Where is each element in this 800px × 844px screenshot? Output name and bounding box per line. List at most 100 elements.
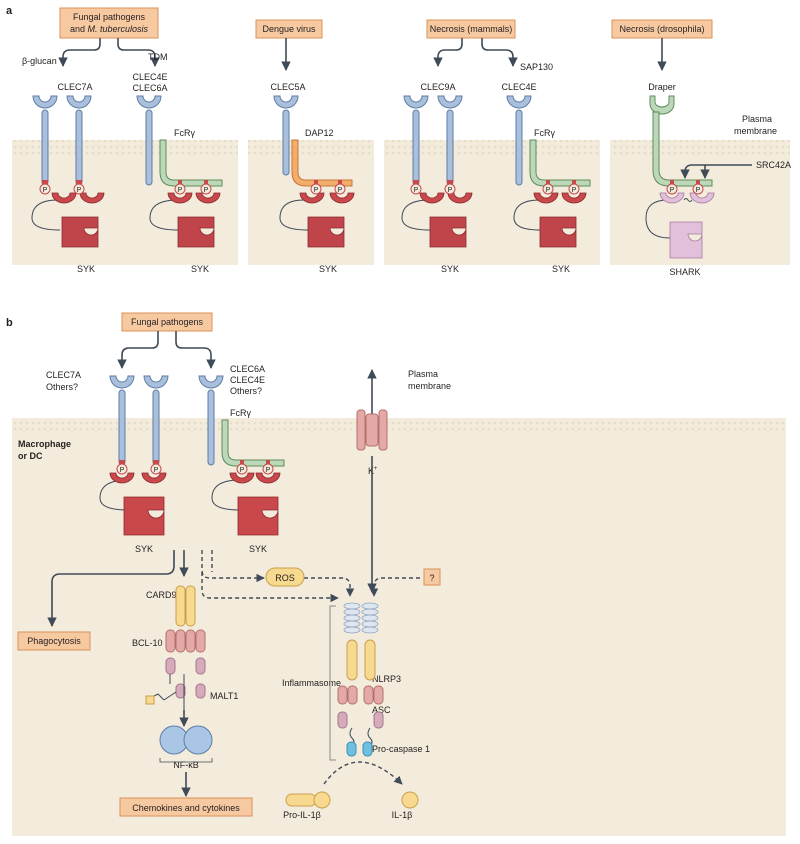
fcrg-adaptor-b: [221, 419, 285, 467]
syk-label-4: SYK: [441, 264, 459, 274]
ligand-beta-glucan: β-glucan: [22, 56, 57, 66]
stimulus-dengue-box: Dengue virus: [255, 19, 323, 39]
svg-text:P: P: [314, 187, 319, 194]
syk-label-2: SYK: [191, 264, 209, 274]
unknown-stimulus-box: ?: [423, 568, 441, 586]
adaptor-fcrg-label: FcRγ: [174, 128, 195, 138]
svg-text:ROS: ROS: [275, 573, 295, 583]
receptor-clec9a-label: CLEC9A: [420, 82, 455, 92]
receptor-clec6a-b-label: CLEC6A: [230, 364, 265, 374]
stimulus-fungal-b-box: Fungal pathogens: [121, 312, 213, 332]
svg-text:Necrosis (mammals): Necrosis (mammals): [430, 24, 513, 34]
syk-label-1: SYK: [77, 264, 95, 274]
svg-text:P: P: [154, 467, 159, 474]
svg-text:Dengue virus: Dengue virus: [262, 24, 316, 34]
svg-text:Fungal pathogens: Fungal pathogens: [131, 317, 204, 327]
membrane-label-b2: membrane: [408, 381, 451, 391]
membrane-label-b1: Plasma: [408, 369, 438, 379]
card9-label: CARD9: [146, 590, 177, 600]
panel-b-top-arrows: [117, 331, 377, 416]
adaptor-dap12-label: DAP12: [305, 128, 334, 138]
fcrg-adaptors-a: [159, 139, 591, 187]
panel-b-labels: CLEC7A Others? CLEC6A CLEC4E Others? FcR…: [18, 364, 451, 820]
receptor-clec7a-b-label: CLEC7A: [46, 370, 81, 380]
receptor-clec4e-b-label: CLEC4E: [230, 375, 265, 385]
svg-text:P: P: [43, 187, 48, 194]
chemokines-box: Chemokines and cytokines: [119, 797, 253, 817]
cell-type-label-1: Macrophage: [18, 439, 71, 449]
syk-label-5: SYK: [552, 264, 570, 274]
receptor-draper-label: Draper: [648, 82, 676, 92]
nfkb-dimer: [159, 725, 213, 763]
svg-text:and M. tuberculosis: and M. tuberculosis: [70, 24, 149, 34]
stimulus-fungal-box: Fungal pathogens and M. tuberculosis: [59, 7, 159, 39]
panel-b-label: b: [6, 317, 13, 329]
svg-text:P: P: [204, 187, 209, 194]
nlrp3-label: NLRP3: [372, 674, 401, 684]
svg-text:Necrosis (drosophila): Necrosis (drosophila): [619, 24, 704, 34]
svg-text:P: P: [448, 187, 453, 194]
svg-text:P: P: [240, 467, 245, 474]
pro-caspase-1-label: Pro-caspase 1: [372, 744, 430, 754]
itam-marks-b: [119, 460, 270, 466]
cell-type-label-2: or DC: [18, 451, 43, 461]
pro-il1b: [285, 791, 331, 809]
svg-text:P: P: [338, 187, 343, 194]
itam-marks-a: [42, 180, 700, 186]
receptor-clec4e-necrosis-label: CLEC4E: [501, 82, 536, 92]
svg-text:P: P: [696, 187, 701, 194]
potassium-channel: [356, 409, 388, 451]
ligand-sap130: SAP130: [520, 62, 553, 72]
receptor-clec4e-label: CLEC4E: [132, 72, 167, 82]
svg-text:Phagocytosis: Phagocytosis: [27, 636, 81, 646]
panel-a-label: a: [6, 5, 13, 17]
ligand-tdm: TDM: [148, 52, 168, 62]
panel-a-labels: β-glucan TDM SAP130 CLEC7A CLEC4E CLEC6A…: [22, 52, 791, 277]
stimulus-necrosis-drosophila-box: Necrosis (drosophila): [611, 19, 713, 39]
svg-text:Fungal pathogens: Fungal pathogens: [73, 12, 146, 22]
panel-a-arrows: [58, 38, 752, 179]
adaptor-fcrg-b-label: FcRγ: [230, 408, 251, 418]
syk-b-label-1: SYK: [135, 544, 153, 554]
svg-text:P: P: [266, 467, 271, 474]
signalling-arrows-b: [47, 456, 377, 797]
receptor-clec6a-label: CLEC6A: [132, 83, 167, 93]
il1b-mature: [401, 791, 419, 809]
syk-label-3: SYK: [319, 264, 337, 274]
nfkb-label: NF-κB: [173, 760, 199, 770]
svg-text:Chemokines and cytokines: Chemokines and cytokines: [132, 803, 240, 813]
phagocytosis-box: Phagocytosis: [17, 631, 91, 651]
svg-text:?: ?: [429, 573, 434, 583]
svg-text:P: P: [572, 187, 577, 194]
inflammasome-label: Inflammasome: [282, 678, 341, 688]
adaptor-fcrg-necrosis-label: FcRγ: [534, 128, 555, 138]
stimulus-necrosis-mammals-box: Necrosis (mammals): [426, 19, 516, 39]
il1b-label: IL-1β: [392, 810, 413, 820]
receptor-clec5a-label: CLEC5A: [270, 82, 305, 92]
svg-text:P: P: [414, 187, 419, 194]
asc-label: ASC: [372, 705, 391, 715]
svg-text:P: P: [77, 187, 82, 194]
membrane-label-a2: membrane: [734, 126, 777, 136]
inflammasome: [329, 602, 384, 761]
pro-il1b-label: Pro-IL-1β: [283, 810, 321, 820]
membrane-panels-a: [12, 140, 790, 265]
potassium-ion-label: K+: [368, 466, 378, 476]
membrane-label-a1: Plasma: [742, 114, 772, 124]
receptor-others-b-label: Others?: [46, 382, 78, 392]
dap12-adaptor: [291, 139, 353, 187]
svg-text:P: P: [120, 467, 125, 474]
kinase-src42a-label: SRC42A: [756, 160, 791, 170]
malt1-label: MALT1: [210, 691, 238, 701]
draper-receptor: [649, 95, 713, 187]
dashed-arrows-b: [201, 550, 420, 785]
syk-b-label-2: SYK: [249, 544, 267, 554]
cell-background: [12, 418, 786, 836]
cbm-complex: [145, 585, 206, 710]
ros-box: ROS: [265, 567, 305, 587]
svg-text:P: P: [670, 187, 675, 194]
receptor-others-b2-label: Others?: [230, 386, 262, 396]
